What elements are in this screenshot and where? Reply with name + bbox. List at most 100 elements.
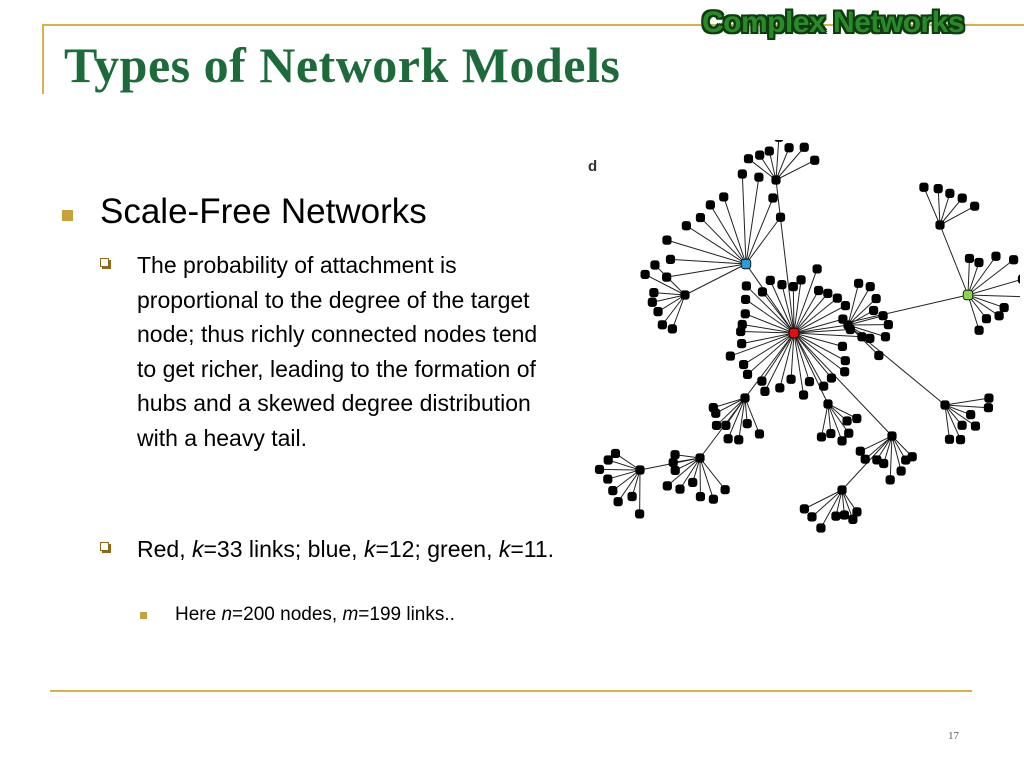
network-node	[784, 143, 794, 153]
network-edge	[793, 332, 843, 347]
network-node	[754, 172, 764, 182]
network-edge	[793, 332, 832, 379]
network-node	[860, 454, 870, 464]
network-node	[667, 324, 677, 334]
network-node	[981, 314, 992, 324]
network-node	[734, 435, 744, 445]
network-node	[613, 497, 623, 507]
network-node	[843, 320, 853, 330]
network-node	[874, 350, 884, 361]
network-edge	[792, 286, 795, 334]
network-edge	[864, 435, 893, 460]
network-node	[840, 356, 850, 366]
network-edge	[827, 403, 850, 434]
network-node	[807, 512, 817, 522]
network-edge	[741, 332, 795, 345]
network-node	[775, 212, 786, 222]
network-node	[737, 339, 747, 349]
network-edge	[939, 193, 951, 226]
network-node	[1017, 274, 1020, 284]
network-node	[812, 264, 822, 274]
bullet-scale-free-text: Scale-Free Networks	[100, 192, 427, 231]
network-node	[837, 436, 847, 446]
network-node	[814, 285, 824, 296]
complex-networks-logo: Complex Networks	[702, 6, 965, 39]
network-edge	[709, 204, 747, 265]
network-node	[764, 146, 774, 156]
network-node	[742, 419, 752, 429]
network-node	[796, 275, 806, 285]
network-edge	[653, 292, 686, 296]
network-edge	[745, 197, 774, 265]
network-node	[705, 200, 715, 210]
network-node	[823, 399, 833, 409]
network-node	[935, 220, 945, 230]
network-edge	[745, 263, 795, 334]
network-node	[723, 434, 733, 444]
network-node	[740, 309, 750, 319]
network-edge	[746, 285, 795, 334]
network-node	[919, 182, 929, 192]
network-edge	[745, 313, 795, 334]
network-node	[816, 523, 826, 533]
network-node	[647, 297, 657, 307]
network-node	[816, 432, 827, 442]
network-node	[740, 393, 750, 403]
network-edge	[939, 197, 963, 226]
network-edge	[768, 150, 777, 181]
network-node	[883, 320, 893, 330]
network-node	[994, 311, 1004, 321]
network-node	[720, 485, 730, 495]
network-edge	[889, 435, 893, 480]
network-node	[757, 287, 768, 297]
network-edge	[686, 225, 747, 265]
network-node	[826, 428, 836, 439]
network-edge	[793, 297, 838, 334]
network-node	[974, 257, 984, 268]
network-edge	[923, 187, 941, 226]
network-edge	[967, 259, 1014, 296]
network-node	[957, 420, 967, 430]
network-edge	[827, 403, 832, 434]
network-node	[662, 481, 672, 491]
network-node	[627, 491, 637, 502]
network-edge	[657, 294, 686, 313]
network-node	[760, 386, 770, 396]
network-edge	[745, 216, 781, 265]
network-node	[670, 450, 680, 460]
network-node	[964, 253, 975, 264]
network-node	[771, 175, 781, 185]
network-node	[826, 373, 837, 383]
network-edge	[847, 283, 860, 326]
network-node	[857, 332, 867, 342]
network-node	[788, 282, 798, 292]
network-edge	[820, 489, 843, 529]
network-node	[896, 466, 906, 476]
network-edge	[715, 397, 746, 414]
network-node	[668, 457, 678, 468]
network-edge	[775, 146, 805, 181]
network-node	[1009, 255, 1019, 265]
network-edge	[608, 459, 641, 471]
network-edge	[617, 469, 641, 502]
bullet-hub-degrees-text: Red, k=33 links; blue, k=12; green, k=11…	[137, 536, 555, 562]
network-node	[740, 294, 751, 305]
network-node	[869, 305, 879, 316]
network-node	[610, 448, 621, 459]
network-edge	[939, 205, 975, 226]
network-edge	[944, 404, 976, 427]
network-node	[742, 369, 753, 379]
hollow-square-bullet-icon	[100, 258, 109, 267]
network-node	[983, 403, 994, 413]
network-node	[991, 251, 1001, 261]
network-node	[933, 184, 943, 194]
network-node	[741, 281, 752, 291]
network-edge	[793, 332, 805, 396]
network-edge	[847, 315, 884, 326]
network-edge	[793, 328, 851, 334]
network-node	[885, 475, 895, 485]
network-node	[957, 193, 967, 203]
network-node	[880, 332, 891, 342]
network-node	[665, 254, 676, 265]
network-node	[974, 325, 984, 335]
